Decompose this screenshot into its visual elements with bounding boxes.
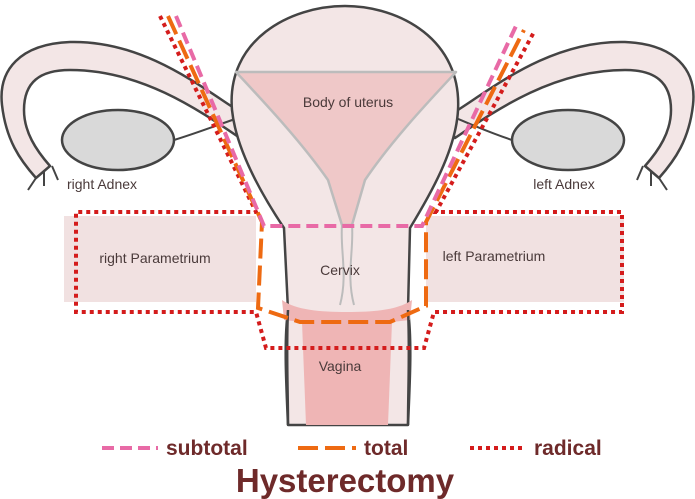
cervical-canal bbox=[339, 224, 355, 306]
left-adnex bbox=[443, 40, 695, 191]
right-adnex bbox=[0, 40, 252, 191]
right-ovary bbox=[60, 108, 176, 172]
legend-radical-label: radical bbox=[534, 437, 602, 460]
label-right-adnex: right Adnex bbox=[67, 176, 137, 192]
label-vagina: Vagina bbox=[319, 358, 362, 374]
left-parametrium-region bbox=[426, 216, 624, 302]
label-right-parametrium: right Parametrium bbox=[99, 250, 210, 266]
vagina-walls bbox=[285, 309, 411, 426]
diagram-title: Hysterectomy bbox=[236, 462, 455, 499]
left-ovary bbox=[510, 108, 626, 172]
label-left-adnex: left Adnex bbox=[533, 176, 595, 192]
subtotal-cut-line bbox=[174, 15, 518, 228]
label-cervix: Cervix bbox=[320, 262, 360, 278]
vagina-canal bbox=[282, 300, 412, 425]
legend-subtotal-label: subtotal bbox=[166, 437, 248, 460]
label-body-of-uterus: Body of uterus bbox=[303, 94, 393, 110]
right-parametrium-region bbox=[64, 216, 256, 302]
total-cut-line bbox=[166, 15, 526, 324]
label-left-parametrium: left Parametrium bbox=[443, 248, 546, 264]
legend: subtotal total radical bbox=[102, 437, 602, 460]
legend-total-label: total bbox=[364, 437, 408, 460]
radical-cut-line bbox=[74, 15, 624, 350]
